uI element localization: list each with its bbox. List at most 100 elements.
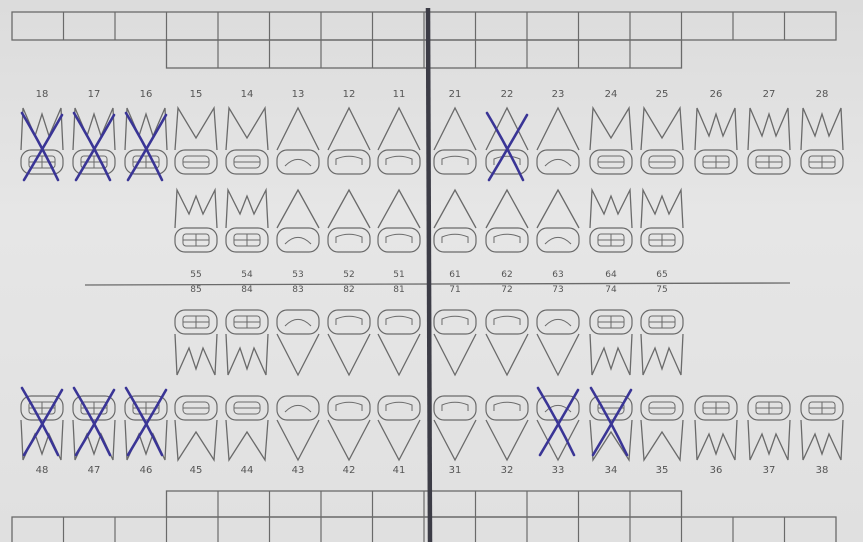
tooth-31[interactable]: [434, 396, 476, 460]
tooth-61[interactable]: [434, 190, 476, 252]
label-83: 83: [292, 285, 303, 295]
label-48: 48: [36, 465, 49, 476]
label-15: 15: [190, 89, 203, 100]
tooth-22[interactable]: [486, 108, 528, 174]
label-75: 75: [656, 285, 667, 295]
tooth-55[interactable]: [175, 190, 217, 252]
tooth-37[interactable]: [748, 396, 790, 460]
label-24: 24: [605, 89, 618, 100]
label-17: 17: [88, 89, 101, 100]
tooth-15[interactable]: [175, 108, 217, 174]
label-72: 72: [501, 285, 512, 295]
tooth-21[interactable]: [434, 108, 476, 174]
tooth-25[interactable]: [641, 108, 683, 174]
bottom-grid: [12, 491, 836, 542]
tooth-16[interactable]: [125, 108, 167, 174]
cross-mark-47: [74, 388, 114, 455]
label-38: 38: [816, 465, 829, 476]
midline: [428, 8, 430, 542]
tooth-81[interactable]: [378, 310, 420, 375]
cross-mark-22: [487, 113, 527, 180]
tooth-26[interactable]: [695, 108, 737, 174]
tooth-38[interactable]: [801, 396, 843, 460]
tooth-82[interactable]: [328, 310, 370, 375]
tooth-74[interactable]: [590, 310, 632, 375]
upper-grid: [12, 12, 836, 68]
label-64: 64: [605, 270, 617, 280]
tooth-64[interactable]: [590, 190, 632, 252]
tooth-84[interactable]: [226, 310, 268, 375]
label-61: 61: [449, 270, 460, 280]
label-82: 82: [343, 285, 354, 295]
tooth-51[interactable]: [378, 190, 420, 252]
top-grid: [12, 12, 836, 68]
label-73: 73: [552, 285, 563, 295]
label-37: 37: [763, 465, 776, 476]
tooth-27[interactable]: [748, 108, 790, 174]
cross-mark-46: [126, 388, 166, 455]
tooth-14[interactable]: [226, 108, 268, 174]
label-63: 63: [552, 270, 563, 280]
tooth-17[interactable]: [73, 108, 115, 174]
tooth-63[interactable]: [537, 190, 579, 252]
label-84: 84: [241, 285, 253, 295]
tooth-28[interactable]: [801, 108, 843, 174]
tooth-41[interactable]: [378, 396, 420, 460]
label-31: 31: [449, 465, 462, 476]
label-52: 52: [343, 270, 354, 280]
tooth-53[interactable]: [277, 190, 319, 252]
tooth-35[interactable]: [641, 396, 683, 460]
label-47: 47: [88, 465, 101, 476]
tooth-73[interactable]: [537, 310, 579, 375]
label-16: 16: [140, 89, 153, 100]
label-44: 44: [241, 465, 254, 476]
tooth-13[interactable]: [277, 108, 319, 174]
label-54: 54: [241, 270, 253, 280]
tooth-71[interactable]: [434, 310, 476, 375]
label-81: 81: [393, 285, 404, 295]
label-33: 33: [552, 465, 565, 476]
tooth-23[interactable]: [537, 108, 579, 174]
label-85: 85: [190, 285, 201, 295]
label-23: 23: [552, 89, 565, 100]
label-53: 53: [292, 270, 303, 280]
tooth-85[interactable]: [175, 310, 217, 375]
tooth-42[interactable]: [328, 396, 370, 460]
label-74: 74: [605, 285, 617, 295]
tooth-83[interactable]: [277, 310, 319, 375]
tooth-24[interactable]: [590, 108, 632, 174]
tooth-54[interactable]: [226, 190, 268, 252]
tooth-45[interactable]: [175, 396, 217, 460]
tooth-32[interactable]: [486, 396, 528, 460]
tooth-18[interactable]: [21, 108, 63, 174]
label-71: 71: [449, 285, 460, 295]
tooth-52[interactable]: [328, 190, 370, 252]
label-22: 22: [501, 89, 514, 100]
tooth-72[interactable]: [486, 310, 528, 375]
cross-mark-34: [591, 388, 631, 455]
tooth-11[interactable]: [378, 108, 420, 174]
tooth-62[interactable]: [486, 190, 528, 252]
tooth-36[interactable]: [695, 396, 737, 460]
cross-mark-48: [22, 388, 62, 455]
cross-mark-18: [22, 113, 62, 180]
label-62: 62: [501, 270, 512, 280]
tooth-12[interactable]: [328, 108, 370, 174]
tooth-65[interactable]: [641, 190, 683, 252]
tooth-43[interactable]: [277, 396, 319, 460]
label-13: 13: [292, 89, 305, 100]
label-42: 42: [343, 465, 356, 476]
tooth-44[interactable]: [226, 396, 268, 460]
label-27: 27: [763, 89, 776, 100]
label-34: 34: [605, 465, 618, 476]
label-55: 55: [190, 270, 201, 280]
label-36: 36: [710, 465, 723, 476]
label-14: 14: [241, 89, 254, 100]
label-51: 51: [393, 270, 404, 280]
label-43: 43: [292, 465, 305, 476]
label-25: 25: [656, 89, 669, 100]
tooth-75[interactable]: [641, 310, 683, 375]
lower-grid: [12, 491, 836, 542]
